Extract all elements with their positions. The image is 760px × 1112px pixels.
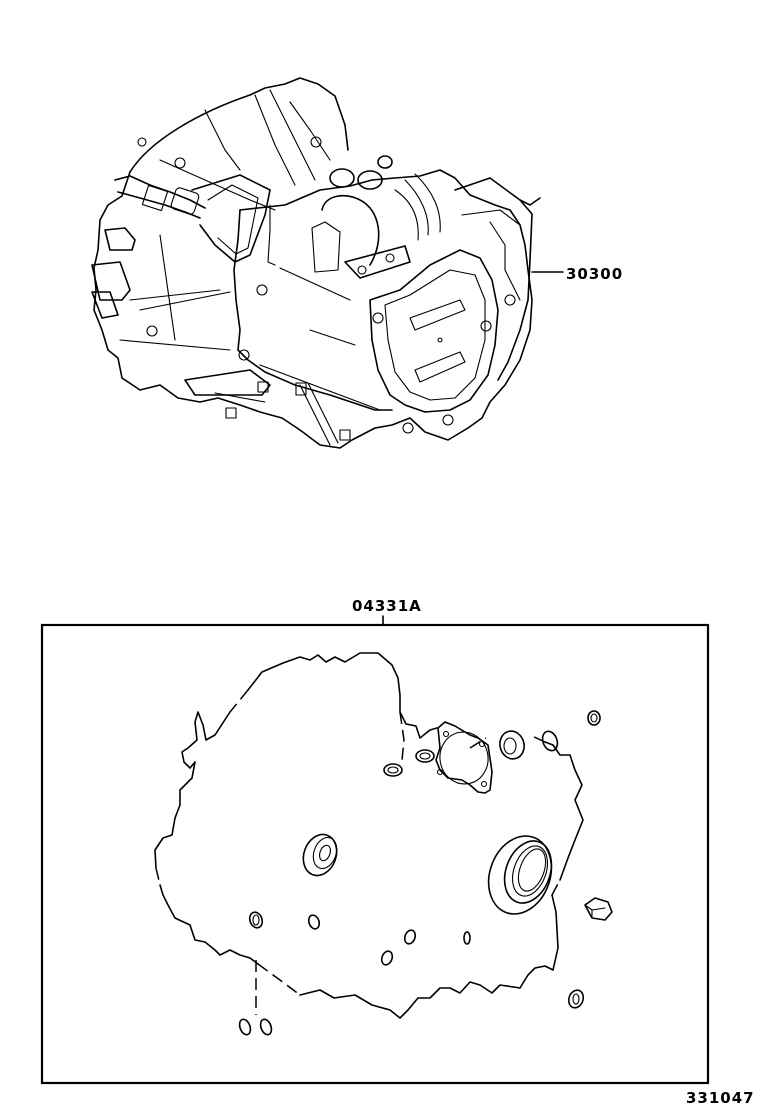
transmission-drawing — [91, 77, 541, 449]
gasket-kit-drawing — [154, 652, 613, 1036]
callout-label-30300[interactable]: 30300 — [566, 265, 624, 283]
kit-box-frame — [40, 623, 710, 1085]
callout-label-04331a[interactable]: 04331A — [352, 597, 422, 615]
figure-number: 331047 — [686, 1089, 755, 1107]
